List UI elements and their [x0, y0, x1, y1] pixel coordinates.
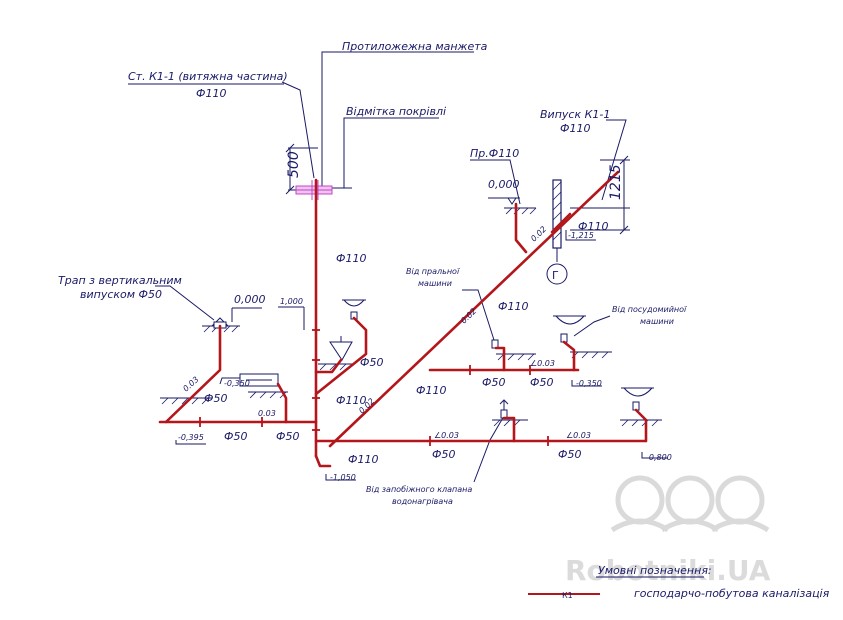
- funnel-icon: [329, 336, 353, 361]
- labels: Протиложежна манжета Ст. К1-1 (витяжна ч…: [58, 40, 688, 506]
- cleanout-label: Пр.Ф110: [470, 147, 519, 160]
- slope-a: 0.03: [258, 409, 276, 418]
- level-0395: -0,395: [178, 433, 204, 442]
- level-0800: -0,800: [646, 453, 672, 462]
- valve-label-1: Від запобіжного клапана: [366, 485, 472, 494]
- legend-title: Умовні позначення:: [598, 564, 712, 577]
- dimension-1215: 1215: [608, 164, 624, 200]
- level-right-0350: -0,350: [576, 379, 602, 388]
- diameter-washer-b: Ф50: [530, 376, 553, 389]
- level-1000: 1,000: [280, 297, 303, 306]
- sewer-pipes: [158, 170, 648, 468]
- sink-icon: [621, 387, 654, 411]
- dimension-500: 500: [286, 151, 302, 178]
- diameter-diagonal: Ф110: [498, 300, 528, 313]
- level-0000-left: 0,000: [234, 293, 266, 306]
- level-0000-right: 0,000: [488, 178, 520, 191]
- slope-c: ∠0.03: [434, 431, 459, 440]
- outlet-diameter: Ф110: [560, 122, 590, 135]
- diameter-main-mid: Ф50: [432, 448, 455, 461]
- stack-vent-diameter: Ф110: [196, 87, 226, 100]
- valve-label-2: водонагрівача: [392, 497, 453, 506]
- kitchen-sink-icon: [553, 315, 586, 343]
- counter-collar-label: Протиложежна манжета: [342, 40, 488, 53]
- diameter-washer-a: Ф50: [482, 376, 505, 389]
- trap-title-line2: випуском Ф50: [80, 288, 162, 301]
- legend-description: господарчо-побутова каналізація: [634, 587, 830, 600]
- roof-mark-label: Відмітка покрівлі: [346, 105, 446, 118]
- dishwasher-label-1: Від посудомийної: [612, 305, 688, 314]
- diameter-funnel: Ф50: [360, 356, 383, 369]
- watermark: Robotniki.UA: [565, 475, 771, 587]
- bathtub-icon: [239, 373, 279, 387]
- diameter-bottom: Ф110: [348, 453, 378, 466]
- outlet-label: Випуск К1-1: [540, 108, 610, 121]
- diameter-stack: Ф110: [336, 252, 366, 265]
- diameter-main-right: Ф50: [558, 448, 581, 461]
- outlet-level: -1,215: [568, 231, 594, 240]
- dishwasher-label-2: машини: [640, 317, 674, 326]
- watermark-helmets-icon: [610, 475, 770, 533]
- diameter-branch-110: Ф110: [416, 384, 446, 397]
- stack-vent-label: Ст. К1-1 (витяжна частина): [128, 70, 288, 83]
- level-1050: -1,050: [330, 473, 356, 482]
- diameter-near-stack: Ф50: [276, 430, 299, 443]
- safety-valve-icon: [499, 399, 509, 419]
- washer-label-2: машини: [418, 279, 452, 288]
- trap-title-line1: Трап з вертикальним: [58, 274, 182, 287]
- svg-text:Г: Г: [552, 269, 559, 282]
- level-left-0350: -0,350: [224, 379, 250, 388]
- fixtures: [213, 299, 654, 419]
- legend: Умовні позначення: К1 господарчо-побутов…: [528, 564, 830, 600]
- washer-label-1: Від пральної: [406, 267, 461, 276]
- diameter-main-left: Ф50: [224, 430, 247, 443]
- slope-d: ∠0.03: [566, 431, 591, 440]
- diameter-stack-low: Ф110: [336, 394, 366, 407]
- slope-e: ∠0.03: [530, 359, 555, 368]
- outlet-pipe-diameter: Ф110: [578, 220, 608, 233]
- annotation-lines: Г: [155, 51, 668, 483]
- legend-code: К1: [562, 591, 573, 600]
- diameter-trap: Ф50: [204, 392, 227, 405]
- washbasin-icon: [342, 299, 366, 320]
- watermark-text: Robotniki.UA: [565, 554, 771, 587]
